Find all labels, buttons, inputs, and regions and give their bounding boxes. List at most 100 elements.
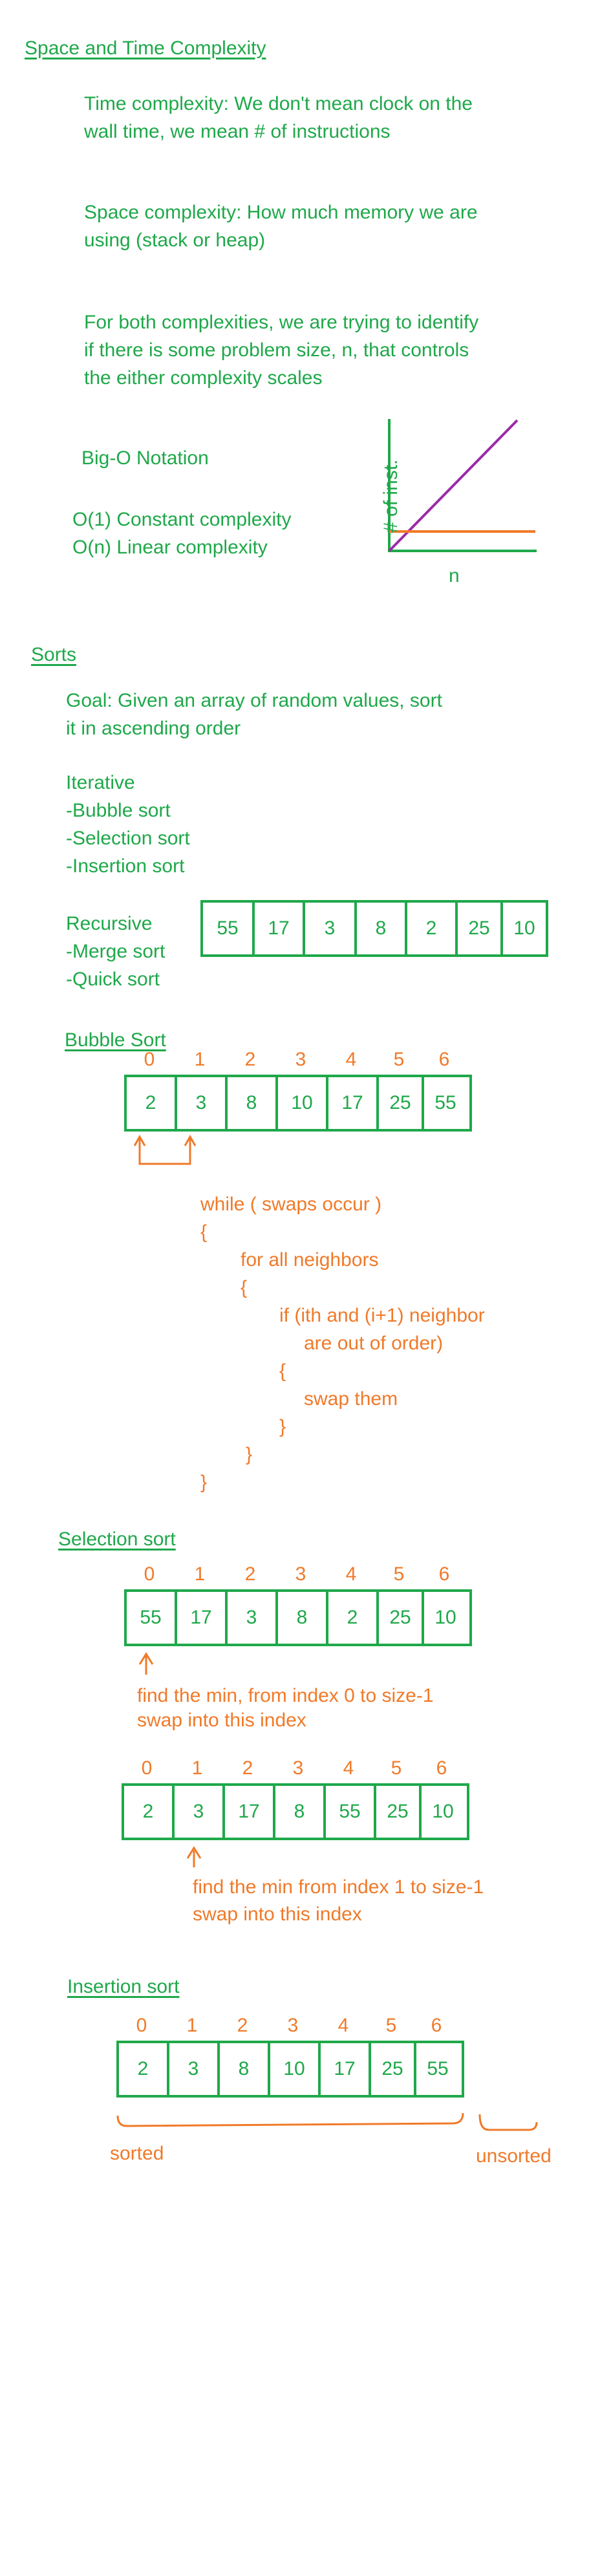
array-cell: 55 [434,1092,456,1113]
array-cell: 3 [175,1786,225,1838]
graph-y-label: # of inst. [380,459,402,533]
iterative-item: -Insertion sort [66,855,185,877]
array-cell: 55 [127,1592,177,1644]
index-label: 1 [191,1757,203,1779]
example-array: 55 17 3 8 2 25 10 [200,900,548,957]
recursive-item: -Merge sort [66,941,166,962]
bubble-code-line: { [200,1221,208,1243]
array-cell: 55 [427,2058,449,2079]
bubble-sort-heading: Bubble Sort [65,1029,166,1051]
selection-index-row-2: 0 1 2 3 4 5 6 [122,1757,464,1779]
index-label: 6 [431,2015,442,2036]
index-label: 0 [136,2015,147,2036]
index-label: 2 [244,1563,256,1585]
index-label: 6 [438,1049,450,1070]
insertion-sort-heading: Insertion sort [67,1976,180,1997]
array-cell: 55 [326,1786,376,1838]
index-label: 2 [237,2015,248,2036]
array-cell: 3 [305,903,357,954]
array-cell: 17 [255,903,305,954]
sorts-goal-line2: it in ascending order [66,718,241,739]
sorts-goal-line1: Goal: Given an array of random values, s… [66,690,442,711]
bubble-code-line: } [246,1444,253,1465]
array-cell: 2 [127,1077,177,1129]
index-label: 3 [295,1563,306,1585]
sorts-heading: Sorts [31,644,77,665]
index-label: 0 [144,1563,155,1585]
bubble-code-line: } [200,1472,208,1493]
big-o-label: Big-O Notation [81,447,209,469]
complexity-heading: Space and Time Complexity [25,38,266,59]
index-label: 4 [343,1757,354,1779]
array-cell: 17 [177,1592,228,1644]
index-label: 1 [186,2015,198,2036]
insertion-array: 2 3 8 10 17 25 55 [116,2041,464,2098]
array-cell: 25 [379,1592,424,1644]
array-cell: 3 [169,2043,220,2095]
iterative-item: -Bubble sort [66,800,171,821]
array-cell: 8 [275,1786,326,1838]
index-label: 6 [438,1563,450,1585]
array-cell: 8 [220,2043,270,2095]
selection-sort-heading: Selection sort [58,1529,176,1550]
array-cell: 25 [376,1786,422,1838]
index-label: 1 [194,1049,206,1070]
array-cell: 8 [357,903,407,954]
bubble-index-row: 0 1 2 3 4 5 6 [124,1049,467,1071]
sorted-label: sorted [110,2143,164,2164]
bubble-code-line: { [279,1360,286,1382]
index-label: 1 [194,1563,206,1585]
selection-note2-line1: find the min from index 1 to size-1 [193,1876,484,1898]
index-label: 4 [345,1563,357,1585]
array-cell: 10 [432,1801,454,1822]
index-label: 0 [144,1049,155,1070]
time-complexity-line1: Time complexity: We don't mean clock on … [84,93,473,114]
bubble-code-line: { [241,1277,248,1298]
array-cell: 2 [124,1786,175,1838]
index-label: 4 [345,1049,357,1070]
both-complexities-line2: if there is some problem size, n, that c… [84,339,469,361]
array-cell: 2 [328,1592,379,1644]
array-cell: 17 [328,1077,379,1129]
iterative-label: Iterative [66,772,135,793]
array-cell: 10 [278,1077,328,1129]
graph-x-label: n [449,565,460,586]
index-label: 3 [295,1049,306,1070]
selection-note1-line2: swap into this index [137,1710,306,1731]
space-complexity-line2: using (stack or heap) [84,230,266,251]
bubble-code-line: for all neighbors [241,1249,379,1271]
array-cell: 2 [119,2043,169,2095]
selection-note1-line1: find the min, from index 0 to size-1 [137,1685,434,1706]
space-complexity-line1: Space complexity: How much memory we are [84,202,478,223]
bubble-code-line: swap them [304,1388,398,1410]
selection-array-1: 55 17 3 8 2 25 10 [124,1589,472,1646]
array-cell: 3 [228,1592,278,1644]
array-cell: 17 [321,2043,371,2095]
index-label: 2 [242,1757,253,1779]
index-label: 2 [244,1049,256,1070]
index-label: 5 [391,1757,402,1779]
bubble-code-line: are out of order) [304,1333,444,1354]
index-label: 0 [141,1757,153,1779]
bubble-code-line: } [279,1416,286,1437]
on-label: O(n) Linear complexity [72,537,268,558]
array-cell: 17 [225,1786,275,1838]
selection-index-row: 0 1 2 3 4 5 6 [124,1563,467,1585]
array-cell: 10 [513,918,535,939]
bubble-array: 2 3 8 10 17 25 55 [124,1075,472,1132]
recursive-label: Recursive [66,913,153,934]
array-cell: 55 [203,903,255,954]
selection-note2-line2: swap into this index [193,1904,362,1925]
index-label: 3 [292,1757,304,1779]
selection-array-2: 2 3 17 8 55 25 10 [122,1783,469,1840]
array-cell: 10 [270,2043,321,2095]
linear-line [388,419,519,552]
array-cell: 8 [278,1592,328,1644]
index-label: 5 [393,1563,405,1585]
index-label: 3 [287,2015,299,2036]
index-label: 5 [385,2015,397,2036]
both-complexities-line3: the either complexity scales [84,367,323,389]
o1-label: O(1) Constant complexity [72,509,292,530]
index-label: 5 [393,1049,405,1070]
array-cell: 25 [371,2043,416,2095]
